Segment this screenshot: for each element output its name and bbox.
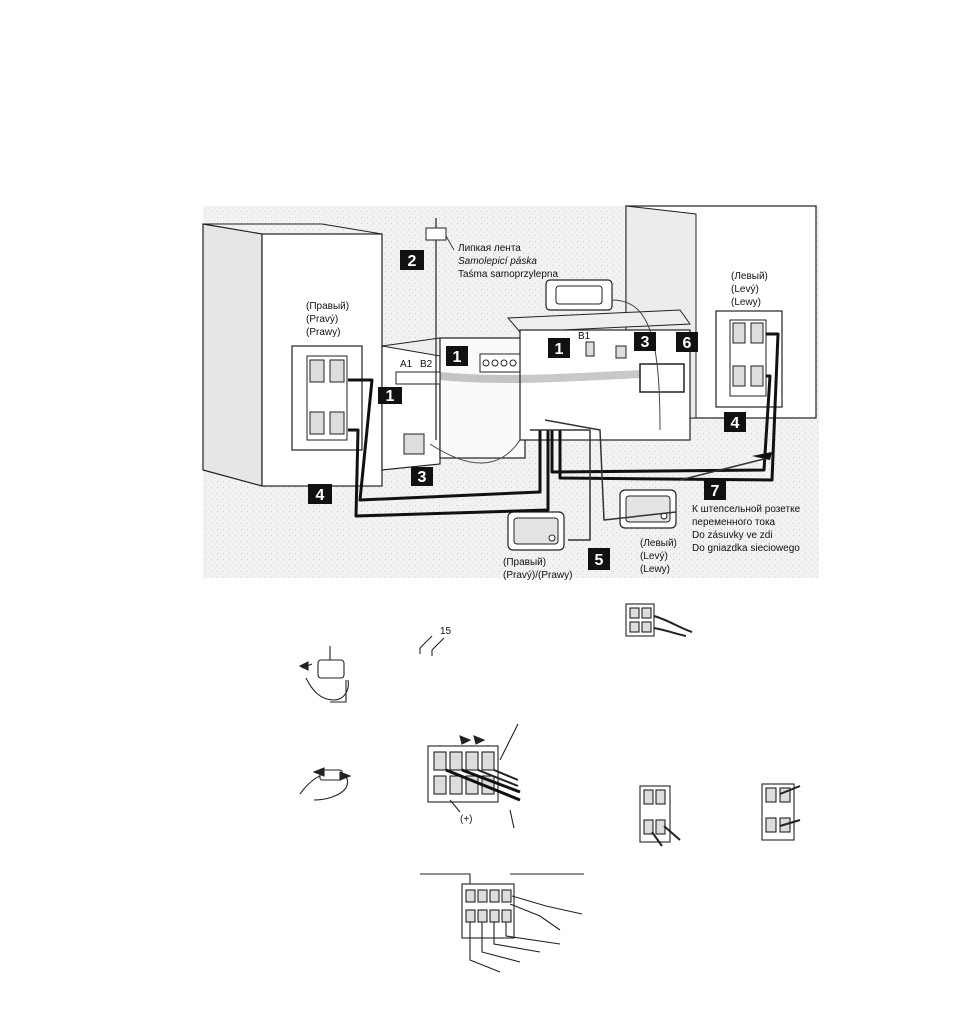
surround-left-label-ru: (Левый): [640, 538, 677, 549]
badge-2: 2: [400, 250, 424, 270]
badge-1-right: 1: [548, 338, 570, 358]
tape-piece: [426, 228, 446, 240]
surround-right-label-cz-pl: (Pravý)/(Prawy): [503, 570, 572, 581]
badge-6: 6: [676, 332, 698, 352]
detail-number: 15: [440, 626, 452, 637]
detail-terminal-panel-a: [640, 786, 680, 846]
jack-label-a1: A1: [400, 359, 413, 370]
surround-speaker-left: [620, 490, 676, 528]
badge-1-center: 1: [446, 346, 468, 366]
badge-3-right: 3: [634, 332, 656, 351]
main-diagram: A1 B2 B1 Липкая лента Samolepicí páska T…: [203, 206, 819, 581]
surround-speaker-right: [508, 512, 564, 550]
badge-4-left: 4: [308, 484, 332, 504]
svg-text:1: 1: [453, 349, 462, 366]
svg-text:2: 2: [408, 253, 417, 270]
plus-label: (+): [460, 814, 473, 825]
svg-text:7: 7: [711, 483, 720, 500]
am-loop-antenna: [546, 280, 612, 310]
tape-label-ru: Липкая лента: [458, 243, 521, 254]
detail-terminal-plug: [626, 604, 692, 636]
left-speaker-label-cz: (Levý): [731, 284, 759, 295]
jack-label-b2: B2: [420, 359, 433, 370]
right-speaker-label-pl: (Prawy): [306, 327, 340, 338]
jack-label-b1: B1: [578, 331, 591, 342]
svg-text:5: 5: [595, 552, 604, 569]
surround-left-label-cz: (Levý): [640, 551, 668, 562]
detail-illustrations: 15: [300, 604, 800, 972]
badge-1-left: 1: [378, 387, 402, 405]
ac-outlet-label-pl: Do gniazdka sieciowego: [692, 543, 800, 554]
badge-4-right: 4: [724, 412, 746, 432]
ac-outlet-label-ru-2: переменного тока: [692, 517, 776, 528]
badge-7: 7: [704, 480, 726, 500]
svg-text:4: 4: [316, 487, 325, 504]
svg-text:1: 1: [386, 388, 395, 405]
ac-outlet-label-ru-1: К штепсельной розетке: [692, 504, 801, 515]
right-front-speaker: [203, 224, 382, 486]
tape-label-cz: Samolepicí páska: [458, 256, 537, 267]
svg-text:6: 6: [683, 335, 692, 352]
svg-text:4: 4: [731, 415, 740, 432]
badge-3-left: 3: [411, 467, 433, 486]
detail-speaker-terminals: (+): [428, 724, 520, 828]
surround-left-label-pl: (Lewy): [640, 564, 670, 575]
tape-label-pl: Taśma samoprzylepna: [458, 269, 558, 280]
ac-outlet-label-cz: Do zásuvky ve zdi: [692, 530, 773, 541]
left-speaker-label-ru: (Левый): [731, 271, 768, 282]
right-speaker-label-ru: (Правый): [306, 301, 349, 312]
detail-hand-connector: [300, 768, 350, 800]
svg-text:3: 3: [418, 469, 427, 486]
svg-text:3: 3: [641, 334, 650, 351]
svg-text:1: 1: [555, 341, 564, 358]
detail-connector-insert: [300, 646, 348, 702]
surround-right-label-ru: (Правый): [503, 557, 546, 568]
left-speaker-label-pl: (Lewy): [731, 297, 761, 308]
detail-terminal-panel-b: [762, 784, 800, 840]
detail-wire-ends: 15: [420, 626, 452, 656]
right-speaker-label-cz: (Pravý): [306, 314, 338, 325]
detail-surround-terminals: [420, 874, 584, 972]
badge-5: 5: [588, 548, 610, 570]
